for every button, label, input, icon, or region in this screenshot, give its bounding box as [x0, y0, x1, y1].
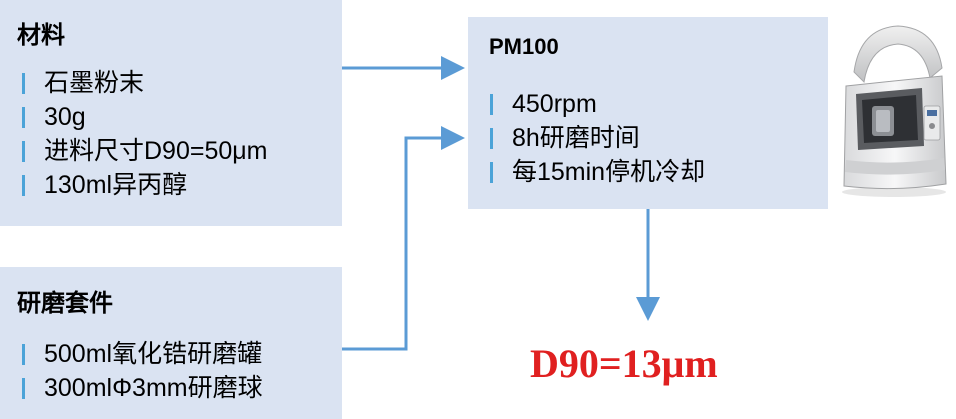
- material-item: 进料尺寸D90=50μm: [22, 134, 268, 168]
- pm100-item: 每15min停机冷却: [490, 155, 705, 189]
- material-box: 材料 石墨粉末 30g 进料尺寸D90=50μm 130ml异丙醇: [0, 0, 342, 226]
- material-title: 材料: [17, 22, 65, 49]
- material-item: 30g: [22, 100, 268, 134]
- result-d90: D90=13μm: [530, 341, 718, 386]
- pm100-box: PM100 450rpm 8h研磨时间 每15min停机冷却: [468, 17, 828, 209]
- arrow-kit-to-pm100: [342, 126, 465, 351]
- grinding-kit-list: 500ml氧化锆研磨罐 300mlΦ3mm研磨球: [22, 337, 263, 405]
- grinding-kit-title: 研磨套件: [17, 290, 113, 317]
- grinding-kit-box: 研磨套件 500ml氧化锆研磨罐 300mlΦ3mm研磨球: [0, 267, 342, 419]
- pm100-title: PM100: [489, 34, 559, 59]
- grinding-kit-item: 300mlΦ3mm研磨球: [22, 371, 263, 405]
- pm100-item: 8h研磨时间: [490, 121, 705, 155]
- material-item: 石墨粉末: [22, 66, 268, 100]
- planetary-ball-mill-image: [842, 25, 947, 197]
- material-list: 石墨粉末 30g 进料尺寸D90=50μm 130ml异丙醇: [22, 66, 268, 202]
- pm100-list: 450rpm 8h研磨时间 每15min停机冷却: [490, 87, 705, 189]
- grinding-kit-item: 500ml氧化锆研磨罐: [22, 337, 263, 371]
- material-item: 130ml异丙醇: [22, 168, 268, 202]
- pm100-item: 450rpm: [490, 87, 705, 121]
